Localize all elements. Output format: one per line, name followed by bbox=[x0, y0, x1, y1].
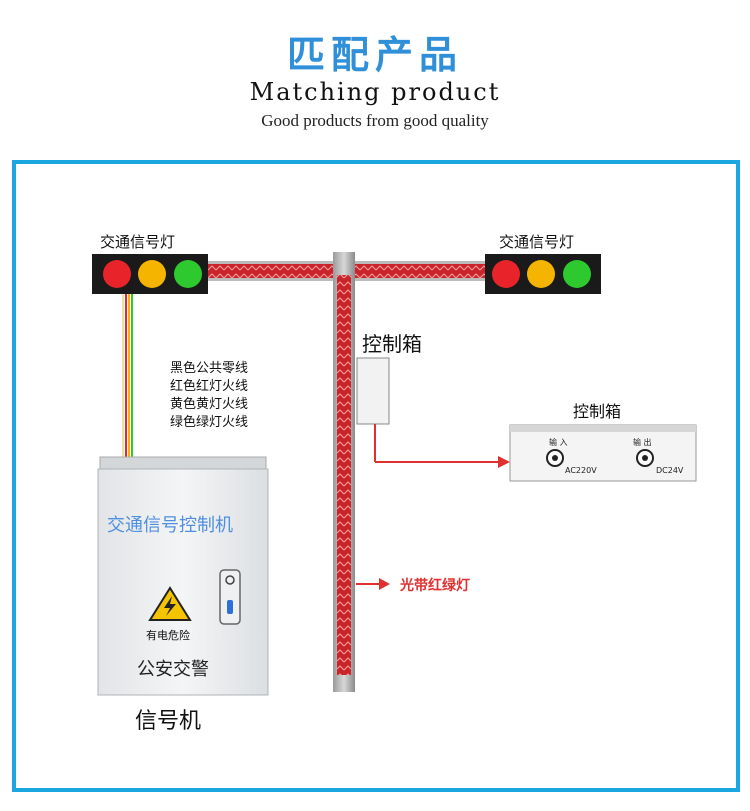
right-traffic-light bbox=[485, 254, 601, 294]
right-yellow-lamp bbox=[527, 260, 555, 288]
signal-pole bbox=[333, 252, 355, 692]
right-green-lamp bbox=[563, 260, 591, 288]
wire-legend-item: 绿色绿灯火线 bbox=[170, 415, 249, 430]
cabinet-title: 交通信号控制机 bbox=[107, 515, 233, 536]
pole-control-box bbox=[356, 357, 510, 468]
page-title-cn: 匹配产品 bbox=[286, 33, 463, 77]
warning-text: 有电危险 bbox=[146, 629, 190, 642]
tagline: Good products from good quality bbox=[261, 111, 489, 130]
warning-icon bbox=[148, 586, 192, 621]
wire-legend: 黑色公共零线 红色红灯火线 黄色黄灯火线 绿色绿灯火线 bbox=[170, 360, 248, 432]
control-box-label: 控制箱 bbox=[362, 332, 422, 356]
input-port-label: 输 入 bbox=[549, 438, 568, 447]
output-port-label: 输 出 bbox=[633, 438, 652, 447]
left-red-lamp bbox=[103, 260, 131, 288]
left-traffic-light bbox=[92, 254, 208, 294]
wire-legend-item: 黑色公共零线 bbox=[170, 361, 249, 376]
input-voltage: AC220V bbox=[565, 466, 597, 475]
wire-legend-item: 红色红灯火线 bbox=[170, 379, 249, 394]
light-strip-pointer bbox=[356, 578, 390, 590]
right-red-lamp bbox=[492, 260, 520, 288]
signal-wires bbox=[122, 294, 133, 458]
page-title-en: Matching product bbox=[249, 78, 501, 106]
signal-cabinet bbox=[97, 456, 269, 696]
left-green-lamp bbox=[174, 260, 202, 288]
light-strip-label: 光带红绿灯 bbox=[400, 578, 470, 594]
control-box-detail-label: 控制箱 bbox=[573, 402, 622, 421]
left-light-label: 交通信号灯 bbox=[100, 233, 176, 251]
cabinet-name: 信号机 bbox=[135, 709, 202, 734]
wire-legend-item: 黄色黄灯火线 bbox=[170, 397, 249, 412]
control-box-detail bbox=[509, 424, 697, 482]
output-voltage: DC24V bbox=[656, 466, 684, 475]
right-light-label: 交通信号灯 bbox=[499, 233, 575, 251]
left-yellow-lamp bbox=[138, 260, 166, 288]
cabinet-footer: 公安交警 bbox=[137, 659, 209, 680]
